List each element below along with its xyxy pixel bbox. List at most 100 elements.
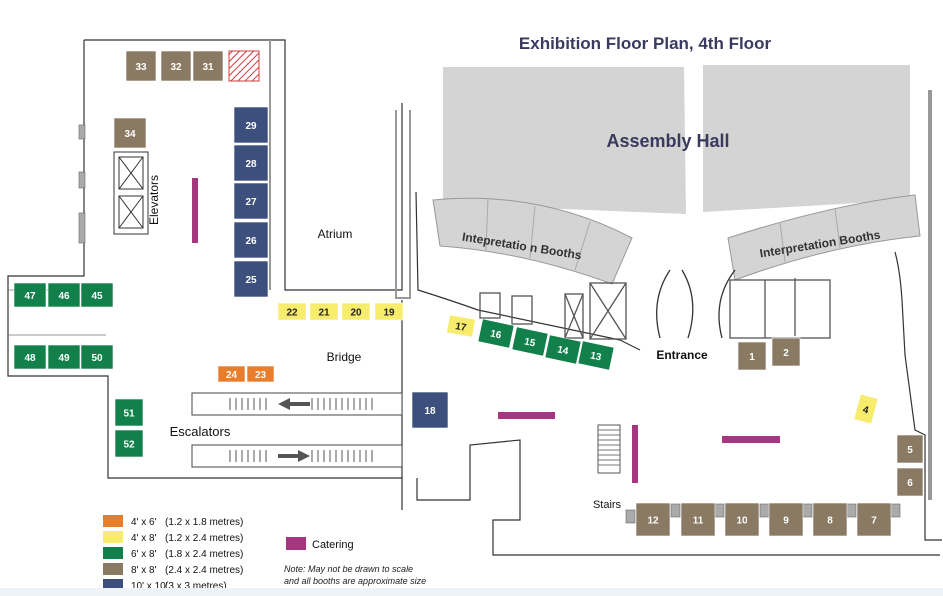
booth-19: 19 [374, 302, 404, 321]
atrium-label: Atrium [318, 227, 353, 241]
legend-metric-yellow: (1.2 x 2.4 metres) [165, 533, 243, 544]
booth-34-number: 34 [124, 129, 136, 140]
booth-52-shape [114, 429, 144, 458]
booth-11-shape [680, 502, 716, 537]
booth-51-shape [114, 398, 144, 427]
booth-28-shape [233, 144, 269, 182]
entrance-label: Entrance [656, 348, 708, 362]
booth-49-number: 49 [58, 353, 70, 364]
escalators-label: Escalators [170, 424, 231, 439]
assembly-hall-label: Assembly Hall [606, 131, 729, 151]
catering-area [722, 436, 780, 443]
booth-29: 29 [233, 106, 269, 144]
legend-swatch-brown [103, 563, 123, 575]
booth-52: 52 [114, 429, 144, 458]
booth-1-number: 1 [749, 352, 755, 363]
booth-28-number: 28 [245, 159, 257, 170]
booth-49: 49 [47, 344, 81, 370]
booth-16-shape [477, 318, 515, 349]
booth-52-number: 52 [123, 440, 135, 451]
booth-34-shape [113, 117, 147, 149]
escalator-arrow-right-icon [278, 450, 310, 462]
booth-18-number: 18 [424, 406, 436, 417]
booth-28: 28 [233, 144, 269, 182]
booth-21: 21 [309, 302, 339, 321]
booth-9-number: 9 [783, 516, 789, 527]
booth-14-shape [544, 334, 582, 365]
booth-13-number: 13 [589, 350, 603, 363]
booth-8: 8 [812, 502, 848, 537]
pillars [78, 124, 901, 524]
booth-22-number: 22 [286, 308, 298, 319]
booth-4-shape [853, 393, 879, 425]
booth-11: 11 [680, 502, 716, 537]
booth-10-shape [724, 502, 760, 537]
booth-31-shape [192, 50, 224, 82]
booth-9: 9 [768, 502, 804, 537]
booth-26-shape [233, 221, 269, 259]
booth-8-shape [812, 502, 848, 537]
booth-23-number: 23 [255, 370, 267, 381]
booth-7-shape [856, 502, 892, 537]
assembly-hall: Assembly Hall [443, 65, 910, 214]
booth-5-shape [896, 434, 924, 464]
stairs: Stairs [593, 424, 622, 511]
bottom-band [0, 588, 943, 596]
booth-12-number: 12 [647, 516, 659, 527]
legend-size-yellow: 4' x 8' [131, 533, 157, 544]
booth-45-number: 45 [91, 291, 103, 302]
legend-catering-label: Catering [312, 539, 354, 551]
booth-25: 25 [233, 260, 269, 298]
booth-51: 51 [114, 398, 144, 427]
catering-area [498, 412, 555, 419]
booth-23-shape [246, 365, 275, 383]
booth-32-number: 32 [170, 62, 182, 73]
booth-20: 20 [341, 302, 371, 321]
booth-9-shape [768, 502, 804, 537]
booth-46-number: 46 [58, 291, 70, 302]
booth-17-number: 17 [454, 321, 467, 334]
booth-6-number: 6 [907, 478, 913, 489]
booth-47: 47 [13, 282, 47, 308]
booth-25-number: 25 [245, 275, 257, 286]
booth-48-number: 48 [24, 353, 36, 364]
legend-metric-green: (1.8 x 2.4 metres) [165, 549, 243, 560]
booth-14-number: 14 [556, 344, 570, 357]
booth-19-shape [374, 302, 404, 321]
booth-45: 45 [80, 282, 114, 308]
legend-metric-orange: (1.2 x 1.8 metres) [165, 517, 243, 528]
booth-17-shape [446, 314, 476, 338]
booth-6: 6 [896, 467, 924, 497]
booth-32-shape [160, 50, 192, 82]
booth-46: 46 [47, 282, 81, 308]
booth-5-number: 5 [907, 445, 913, 456]
booth-2-number: 2 [783, 348, 789, 359]
interpretation-booths-left: Intepretatio n Booths [432, 197, 633, 285]
legend-catering: Catering [286, 537, 354, 551]
legend-note-line1: Note: May not be drawn to scale [284, 564, 413, 574]
catering-area [192, 178, 198, 243]
legend-size-green: 6' x 8' [131, 549, 157, 560]
booth-32: 32 [160, 50, 192, 82]
entrance-doors [479, 269, 831, 340]
booth-6-shape [896, 467, 924, 497]
booth-46-shape [47, 282, 81, 308]
booth-34: 34 [113, 117, 147, 149]
legend-catering-swatch [286, 537, 306, 550]
booth-50-shape [80, 344, 114, 370]
booth-15-shape [511, 326, 549, 357]
catering-area [632, 425, 638, 483]
stairs-label: Stairs [593, 499, 622, 511]
legend-metric-brown: (2.4 x 2.4 metres) [165, 565, 243, 576]
legend-size-navy: 10' x 10' [131, 581, 168, 592]
booth-7: 7 [856, 502, 892, 537]
booth-21-shape [309, 302, 339, 321]
booth-18: 18 [411, 391, 449, 429]
booth-29-shape [233, 106, 269, 144]
booth-4: 4 [853, 393, 879, 425]
booth-12: 12 [635, 502, 671, 537]
booth-2-shape [771, 337, 801, 367]
booth-47-shape [13, 282, 47, 308]
